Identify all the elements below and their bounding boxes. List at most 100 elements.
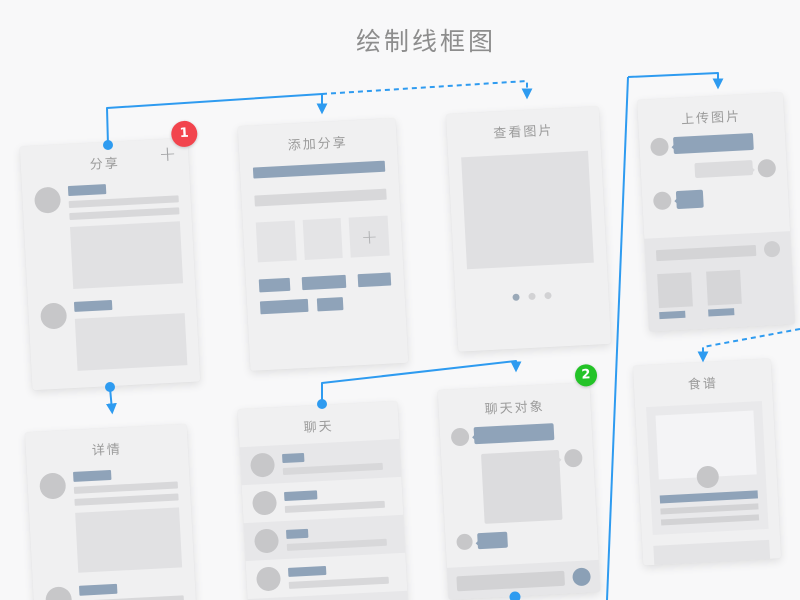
card-view-image[interactable]: 查看图片 [445,106,612,352]
tag-chip [258,277,291,293]
thumbnail-row [657,268,783,320]
card-upload-image[interactable]: 上传图片 [637,92,795,332]
feed-item [45,580,184,600]
avatar [255,566,282,592]
photo-grid: + [255,215,390,263]
card-share[interactable]: 1 分享 + [19,120,201,391]
chat-content [283,486,393,513]
label-chip [73,469,112,482]
message-input [456,570,565,591]
avatar [763,240,781,258]
page-title: 绘制线框图 [355,27,496,56]
label-chip [73,299,113,312]
title-bar [659,490,758,504]
tag-chip [357,272,392,288]
card-title: 上传图片 [680,109,742,128]
image-placeholder [74,313,188,371]
pagination-dots [455,289,608,304]
connector-addshare-to-viewimage [321,80,533,100]
message-bubble [694,160,754,179]
feed-content [73,296,188,371]
photo-placeholder [255,220,297,263]
label-chip [78,583,118,596]
card-recipe[interactable]: 食谱 [632,358,782,566]
avatar [39,302,68,330]
text-bar [79,595,184,600]
tag-chip [259,298,309,315]
plus-icon: + [360,224,379,249]
notification-badge: 2 [574,363,598,387]
card-chat[interactable]: 聊天 [237,400,409,600]
text-bar [660,503,759,515]
chat-input-bar [446,559,601,600]
feed-list [21,168,199,374]
image-placeholder [75,507,183,573]
feed-item [39,466,183,574]
feed-item [33,180,184,290]
plus-icon: + [158,141,177,167]
pagination-dot [544,291,552,300]
image-placeholder [461,150,594,270]
name-chip [281,452,305,463]
thumbnail [657,272,693,320]
upload-panel [644,231,795,332]
chat-list [239,438,409,600]
feed-content [78,580,184,600]
text-bar [73,481,179,494]
name-chip [283,489,318,501]
card-title: 添加分享 [287,135,349,154]
tag-row [258,272,392,293]
message-row [441,448,596,526]
footer-bar [653,539,771,565]
thumbnail [706,269,742,317]
card-title: 查看图片 [493,123,554,142]
connector-top-to-uploadimage [627,72,724,90]
tag-chip [316,297,344,312]
chat-content [285,524,395,551]
avatar [45,586,73,600]
name-chip [287,565,327,577]
title-input-bar [252,160,386,179]
text-bar [288,576,390,589]
feed-item [39,296,188,372]
avatar [563,448,583,468]
avatar [39,472,67,500]
add-photo-button: + [348,215,390,258]
message-row [640,158,787,184]
message-bubble [477,531,508,550]
message-bubble [675,189,704,210]
avatar [696,465,720,489]
message-row [642,185,789,211]
feed-list [26,454,196,600]
card-title: 食谱 [687,376,719,393]
image-placeholder [657,272,693,309]
card-title: 聊天 [303,419,335,436]
feed-content [73,466,183,573]
text-bar [69,207,180,221]
pagination-dot-active [512,293,520,301]
card-chat-target[interactable]: 2 聊天对象 [437,363,601,600]
feed-content [67,180,184,289]
message-row [639,131,786,157]
message-bubble [481,449,563,524]
text-input-bar [254,188,387,207]
text-bar [655,244,757,261]
name-chip [285,528,309,539]
text-bar [660,514,760,526]
form-body: + [240,160,405,315]
label-chip [708,308,735,317]
avatar [33,186,62,214]
image-placeholder [706,269,742,306]
photo-placeholder [302,218,344,260]
card-add-share[interactable]: 添加分享 + [237,118,409,371]
label-chip [659,310,686,320]
pagination-dot [528,292,536,301]
connector-right-to-recipe [697,328,800,363]
tag-row [259,294,392,315]
upload-input-row [655,240,781,263]
image-placeholder [655,410,757,489]
chat-content [281,448,391,475]
text-bar [282,462,384,475]
chat-content [287,562,397,589]
card-detail[interactable]: 详情 [24,423,198,600]
